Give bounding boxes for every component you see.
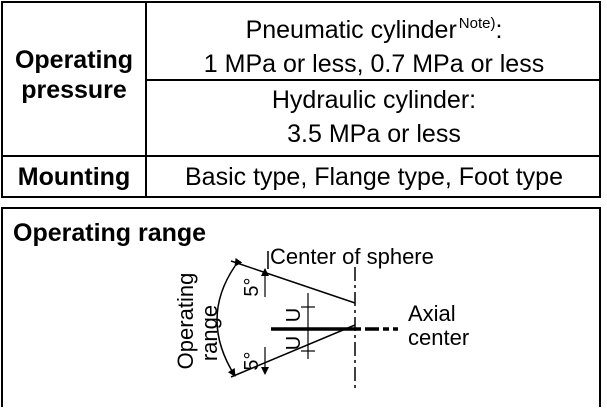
- operating-range-title: Operating range: [13, 219, 207, 247]
- column-divider: [145, 3, 147, 196]
- pneumatic-colon: :: [495, 16, 503, 44]
- operating-range-arc: [216, 257, 243, 377]
- hydraulic-title: Hydraulic cylinder:: [271, 86, 477, 114]
- u-label-top: U: [283, 308, 305, 322]
- mounting-row-divider: [3, 155, 601, 157]
- axial-label-line1: Axial: [408, 301, 456, 326]
- u-label-bottom: U: [283, 336, 305, 350]
- pneumatic-value: 1 MPa or less, 0.7 MPa or less: [203, 50, 545, 78]
- operating-range-label-line2: range: [197, 305, 222, 361]
- lower-swing-line: [230, 324, 356, 378]
- pressure-row-divider: [145, 79, 601, 81]
- operating-pressure-label-line1: Operating: [14, 46, 134, 74]
- upper-swing-line: [230, 260, 356, 304]
- operating-pressure-label-line2: pressure: [21, 76, 127, 104]
- angle-top-label: 5°: [241, 277, 263, 296]
- mounting-value: Basic type, Flange type, Foot type: [185, 163, 563, 191]
- mounting-label: Mounting: [17, 163, 131, 191]
- angle-bottom-label: 5°: [241, 351, 263, 370]
- hydraulic-value: 3.5 MPa or less: [287, 120, 461, 148]
- pneumatic-title-text: Pneumatic cylinder: [245, 16, 457, 44]
- hydraulic-cell: Hydraulic cylinder: 3.5 MPa or less: [147, 83, 601, 151]
- operating-range-label-line1: Operating: [173, 273, 198, 370]
- axial-label-line2: center: [408, 325, 469, 350]
- operating-range-panel: Operating range Center of sphere Axial c…: [1, 207, 601, 407]
- operating-pressure-label: Operating pressure: [3, 45, 145, 105]
- pneumatic-note-marker: Note): [458, 15, 496, 32]
- center-of-sphere-label: Center of sphere: [270, 244, 434, 269]
- operating-range-diagram: Center of sphere Axial center U U 5° 5° …: [173, 244, 469, 389]
